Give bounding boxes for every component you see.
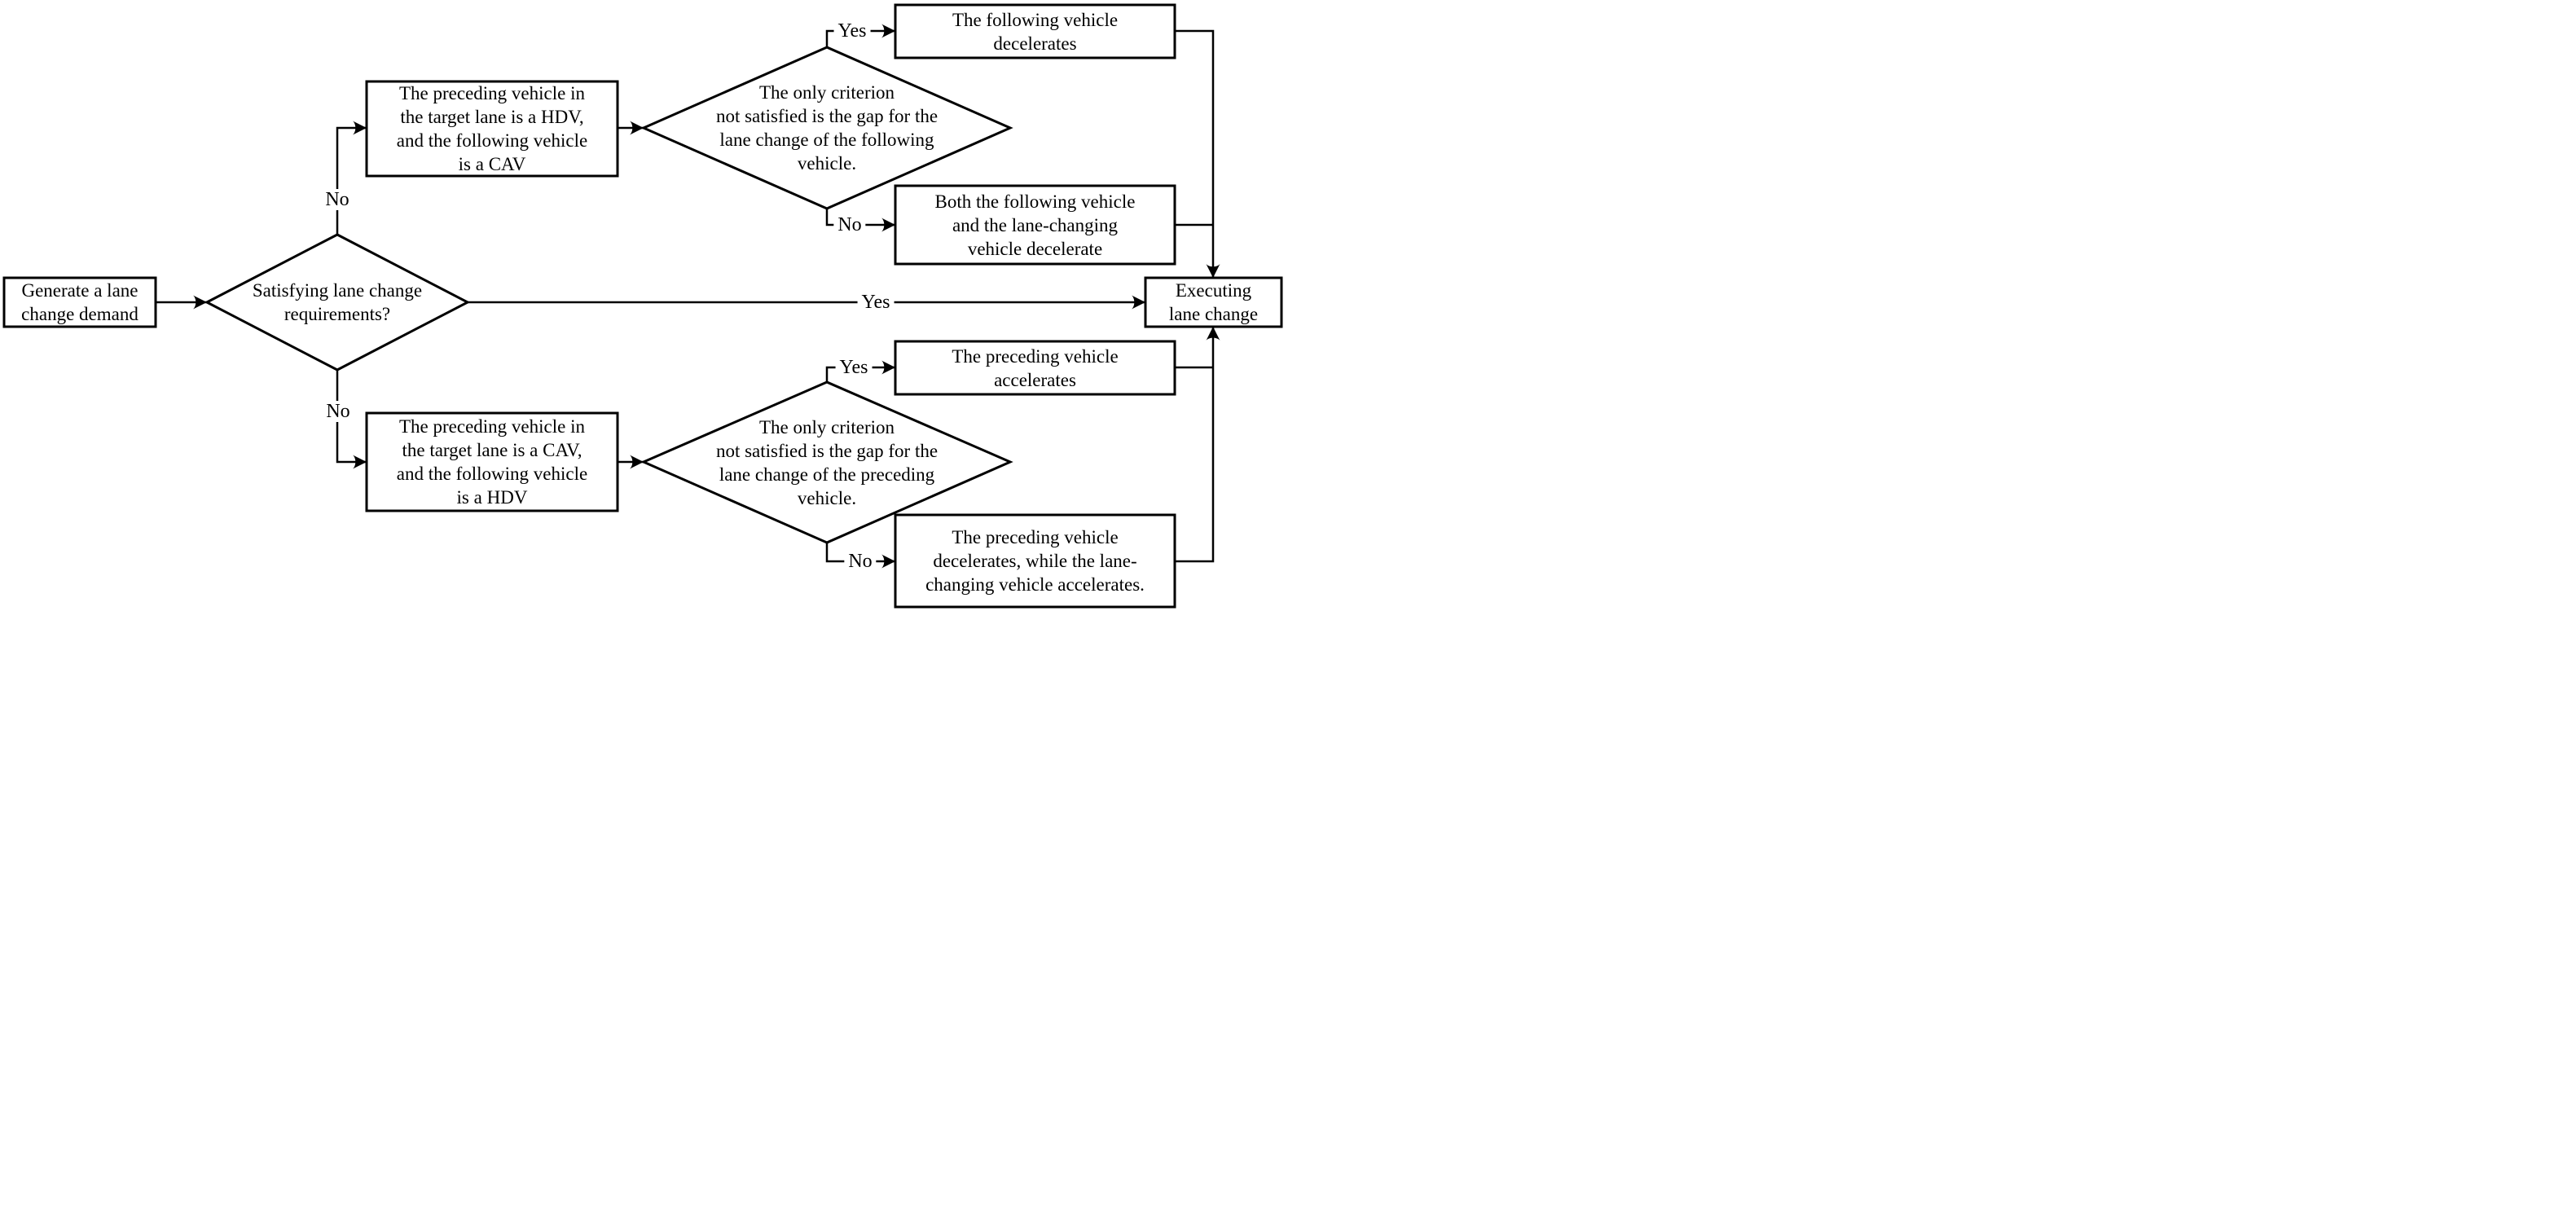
node-preceding-cav-following-hdv-box bbox=[365, 411, 619, 512]
flowchart-shapes-layer bbox=[2, 3, 1283, 609]
edge-label-bottom-diamond-yes: Yes bbox=[835, 357, 873, 378]
edge-label-central-no-down: No bbox=[322, 401, 354, 422]
node-bottom-decision-diamond bbox=[640, 380, 1013, 544]
edge-label-top-diamond-yes: Yes bbox=[833, 20, 871, 42]
edge-central-no-up-to-hdv-cav-box bbox=[336, 121, 367, 235]
edge-label-central-no-up: No bbox=[321, 189, 354, 210]
edge-top-diamond-no-to-both-decelerate bbox=[825, 209, 895, 232]
edge-central-no-down-to-cav-hdv-box bbox=[336, 370, 367, 469]
node-generate-demand-box bbox=[2, 276, 157, 328]
node-top-decision-diamond bbox=[640, 46, 1013, 210]
node-central-decision-diamond bbox=[204, 233, 471, 371]
edge-label-top-diamond-no: No bbox=[833, 214, 866, 235]
node-executing-lane-change-box bbox=[1144, 276, 1283, 328]
edge-label-central-yes: Yes bbox=[857, 292, 895, 313]
node-preceding-hdv-following-cav-box bbox=[365, 80, 619, 178]
edge-bottom-diamond-yes-to-preceding-accelerates bbox=[825, 360, 895, 382]
node-following-decelerates-box bbox=[894, 3, 1176, 59]
node-both-decelerate-box bbox=[894, 184, 1176, 266]
edge-following-decelerates-to-executing bbox=[1175, 29, 1220, 278]
flowchart-canvas: Generate a lane change demand Satisfying… bbox=[0, 0, 1288, 615]
node-preceding-decel-changer-accel-box bbox=[894, 513, 1176, 609]
edge-preceding-decelerates-to-executing bbox=[1175, 327, 1220, 563]
edge-top-diamond-yes-to-following-decelerates bbox=[825, 24, 895, 47]
node-preceding-accelerates-box bbox=[894, 340, 1176, 396]
edge-label-bottom-diamond-no: No bbox=[844, 551, 877, 572]
